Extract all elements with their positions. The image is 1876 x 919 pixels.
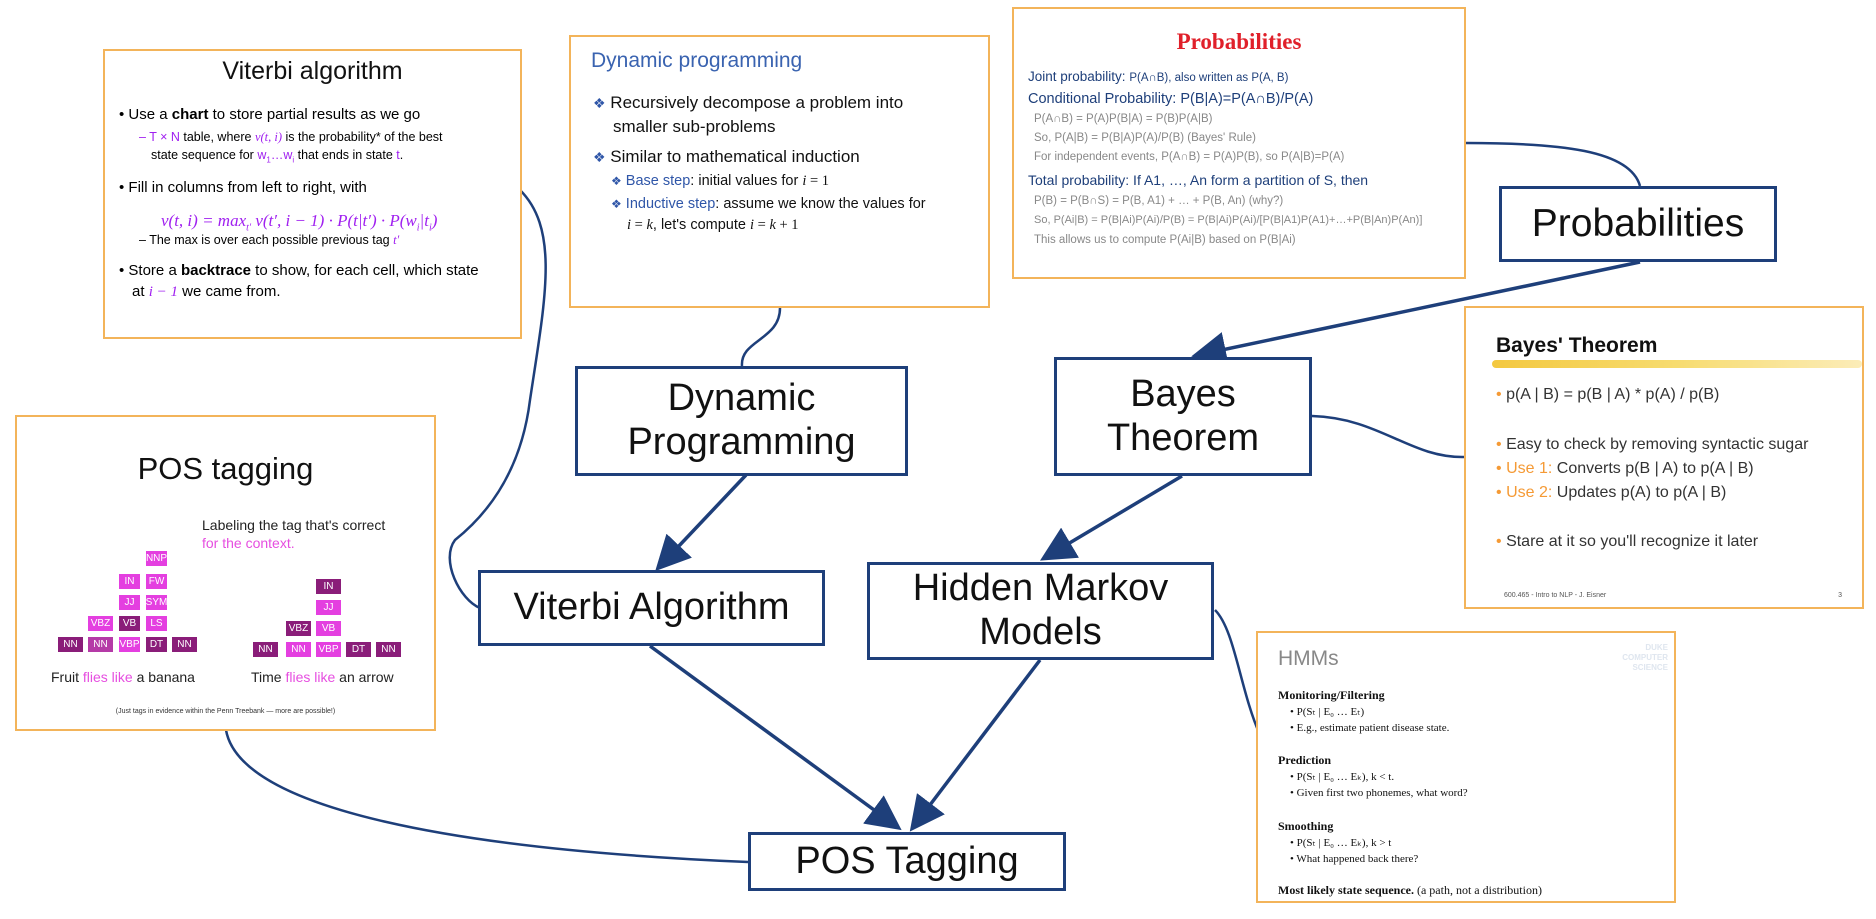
tag-1-dt: DT bbox=[145, 636, 168, 653]
dp-bullet-1: ❖ Recursively decompose a problem into bbox=[593, 93, 904, 112]
dp-sub-2: ❖ Inductive step: assume we know the val… bbox=[611, 196, 926, 212]
viterbi-sub-2: – The max is over each possible previous… bbox=[139, 233, 400, 247]
hmm-slide-title: HMMs bbox=[1278, 647, 1339, 670]
tag-1-jj: JJ bbox=[118, 594, 141, 611]
bayes-slide-title: Bayes' Theorem bbox=[1496, 334, 1658, 357]
pos-slide: POS tagging Labeling the tag that's corr… bbox=[15, 415, 436, 731]
hmm-h3: Smoothing bbox=[1278, 819, 1334, 833]
tag-1-fw: FW bbox=[145, 573, 168, 590]
tag-2-vbp: VBP bbox=[315, 641, 342, 658]
link-hmm-slide bbox=[1214, 609, 1262, 736]
bayes-footer-left: 600.465 - Intro to NLP - J. Eisner bbox=[1504, 592, 1607, 599]
bayes-l4: • Use 2: Updates p(A) to p(A | B) bbox=[1496, 484, 1727, 501]
tag-2-in: IN bbox=[315, 578, 342, 595]
tag-1-nnp: NNP bbox=[145, 550, 168, 567]
pos-slide-title: POS tagging bbox=[137, 451, 314, 486]
prob-l8: So, P(Ai|B) = P(B|Ai)P(Ai)/P(B) = P(B|Ai… bbox=[1034, 214, 1423, 226]
prob-l7: P(B) = P(B∩S) = P(B, A1) + … + P(B, An) … bbox=[1034, 195, 1284, 207]
dp-sub-2b: i = k, let's compute i = k + 1 bbox=[627, 217, 799, 233]
hmm-h2: Prediction bbox=[1278, 753, 1332, 767]
hmm-h2-i2: • Given first two phonemes, what word? bbox=[1290, 787, 1468, 799]
tag-2-dt: DT bbox=[345, 641, 372, 658]
bayes-title-highlight bbox=[1492, 360, 1862, 368]
prob-l9: This allows us to compute P(Ai|B) based … bbox=[1034, 234, 1296, 246]
bayes-footer-right: 3 bbox=[1838, 592, 1842, 599]
dp-slide: Dynamic programming ❖ Recursively decomp… bbox=[569, 35, 990, 308]
dp-bullet-2: ❖ Similar to mathematical induction bbox=[593, 147, 860, 166]
bayes-l5: • Stare at it so you'll recognize it lat… bbox=[1496, 533, 1759, 550]
link-bayes-slide bbox=[1311, 414, 1465, 459]
hmm-h4: Most likely state sequence. (a path, not… bbox=[1278, 883, 1542, 897]
viterbi-bullet-3: • Store a backtrace to show, for each ce… bbox=[119, 262, 479, 279]
viterbi-bullet-1: • Use a chart to store partial results a… bbox=[119, 106, 421, 123]
bayes-l3: • Use 1: Converts p(B | A) to p(A | B) bbox=[1496, 460, 1754, 477]
dp-bullet-1b: smaller sub-problems bbox=[613, 117, 776, 136]
viterbi-sub-1: – T × N table, where v(t, i) is the prob… bbox=[139, 130, 443, 144]
prob-l4: So, P(A|B) = P(B|A)P(A)/P(B) (Bayes' Rul… bbox=[1034, 132, 1256, 144]
node-pos-tagging: POS Tagging bbox=[748, 832, 1066, 891]
prob-l1: Joint probability: P(A∩B), also written … bbox=[1028, 69, 1289, 84]
prob-l3: P(A∩B) = P(A)P(B|A) = P(B)P(A|B) bbox=[1034, 113, 1213, 125]
tag-2-vb: VB bbox=[315, 620, 342, 637]
tag-1-nn-b: NN bbox=[87, 636, 114, 653]
arrow-viterbi-pos bbox=[648, 644, 902, 831]
arrow-bayes-hmm bbox=[1039, 474, 1183, 561]
pos-desc-1: Labeling the tag that's correct bbox=[202, 517, 386, 533]
hmm-h3-i1: • P(Sₜ | E₀ … Eₖ), k > t bbox=[1290, 837, 1392, 849]
viterbi-bullet-2: • Fill in columns from left to right, wi… bbox=[119, 179, 367, 196]
tag-2-jj: JJ bbox=[315, 599, 342, 616]
tag-1-nn-c: NN bbox=[171, 636, 198, 653]
link-dp-slide bbox=[740, 307, 782, 367]
prob-l2: Conditional Probability: P(B|A)=P(A∩B)/P… bbox=[1028, 91, 1314, 107]
prob-slide-title: Probabilities bbox=[1176, 29, 1302, 54]
bayes-slide: Bayes' Theorem • p(A | B) = p(B | A) * p… bbox=[1464, 306, 1864, 609]
viterbi-bullet-3b: at i − 1 we came from. bbox=[132, 283, 281, 300]
prob-l5: For independent events, P(A∩B) = P(A)P(B… bbox=[1034, 151, 1345, 163]
hmm-h1-i2: • E.g., estimate patient disease state. bbox=[1290, 722, 1450, 734]
dp-sub-1: ❖ Base step: initial values for i = 1 bbox=[611, 173, 830, 189]
viterbi-slide: Viterbi algorithm • Use a chart to store… bbox=[103, 49, 522, 339]
hmm-slide: DUKE COMPUTER SCIENCE HMMs Monitoring/Fi… bbox=[1256, 631, 1676, 903]
pos-desc-2: for the context. bbox=[202, 535, 295, 551]
tag-1-vb: VB bbox=[118, 615, 141, 632]
tag-2-vbz: VBZ bbox=[285, 620, 312, 637]
tag-2-nn-c: NN bbox=[375, 641, 402, 658]
hmm-h3-i2: • What happened back there? bbox=[1290, 853, 1419, 865]
hmm-h1: Monitoring/Filtering bbox=[1278, 688, 1385, 702]
arrow-hmm-pos bbox=[909, 658, 1042, 832]
pos-sentence-2: Time flies like an arrow bbox=[251, 669, 394, 685]
tag-1-sym: SYM bbox=[145, 594, 168, 611]
viterbi-formula: v(t, i) = maxt′ v(t′, i − 1) · P(t|t′) ·… bbox=[161, 211, 438, 234]
hmm-h2-i1: • P(Sₜ | E₀ … Eₖ), k < t. bbox=[1290, 771, 1395, 783]
viterbi-slide-title: Viterbi algorithm bbox=[222, 57, 403, 85]
pos-footnote: (Just tags in evidence within the Penn T… bbox=[115, 708, 336, 715]
bayes-l2: • Easy to check by removing syntactic su… bbox=[1496, 436, 1809, 453]
node-viterbi-algorithm: Viterbi Algorithm bbox=[478, 570, 825, 646]
tag-1-nn-a: NN bbox=[57, 636, 84, 653]
tag-2-nn-b: NN bbox=[285, 641, 312, 658]
tag-1-vbp: VBP bbox=[118, 636, 141, 653]
tag-1-ls: LS bbox=[145, 615, 168, 632]
bayes-l1: • p(A | B) = p(B | A) * p(A) / p(B) bbox=[1496, 386, 1720, 403]
tag-2-nn-a: NN bbox=[252, 641, 279, 658]
tag-1-vbz: VBZ bbox=[87, 615, 114, 632]
hmm-h1-i1: • P(Sₜ | E₀ … Eₜ) bbox=[1290, 706, 1365, 718]
prob-slide: Probabilities Joint probability: P(A∩B),… bbox=[1012, 7, 1466, 279]
viterbi-sub-1b: state sequence for w1…wi that ends in st… bbox=[151, 148, 404, 165]
link-pos-slide bbox=[224, 729, 749, 864]
node-probabilities: Probabilities bbox=[1499, 186, 1777, 262]
duke-logo: DUKE COMPUTER SCIENCE bbox=[1622, 643, 1668, 672]
arrow-dp-viterbi bbox=[655, 473, 748, 572]
dp-slide-title: Dynamic programming bbox=[591, 49, 803, 72]
link-prob-slide bbox=[1465, 141, 1642, 187]
tag-1-in: IN bbox=[118, 573, 141, 590]
prob-l6: Total probability: If A1, …, An form a p… bbox=[1028, 172, 1369, 188]
pos-sentence-1: Fruit flies like a banana bbox=[51, 669, 195, 685]
